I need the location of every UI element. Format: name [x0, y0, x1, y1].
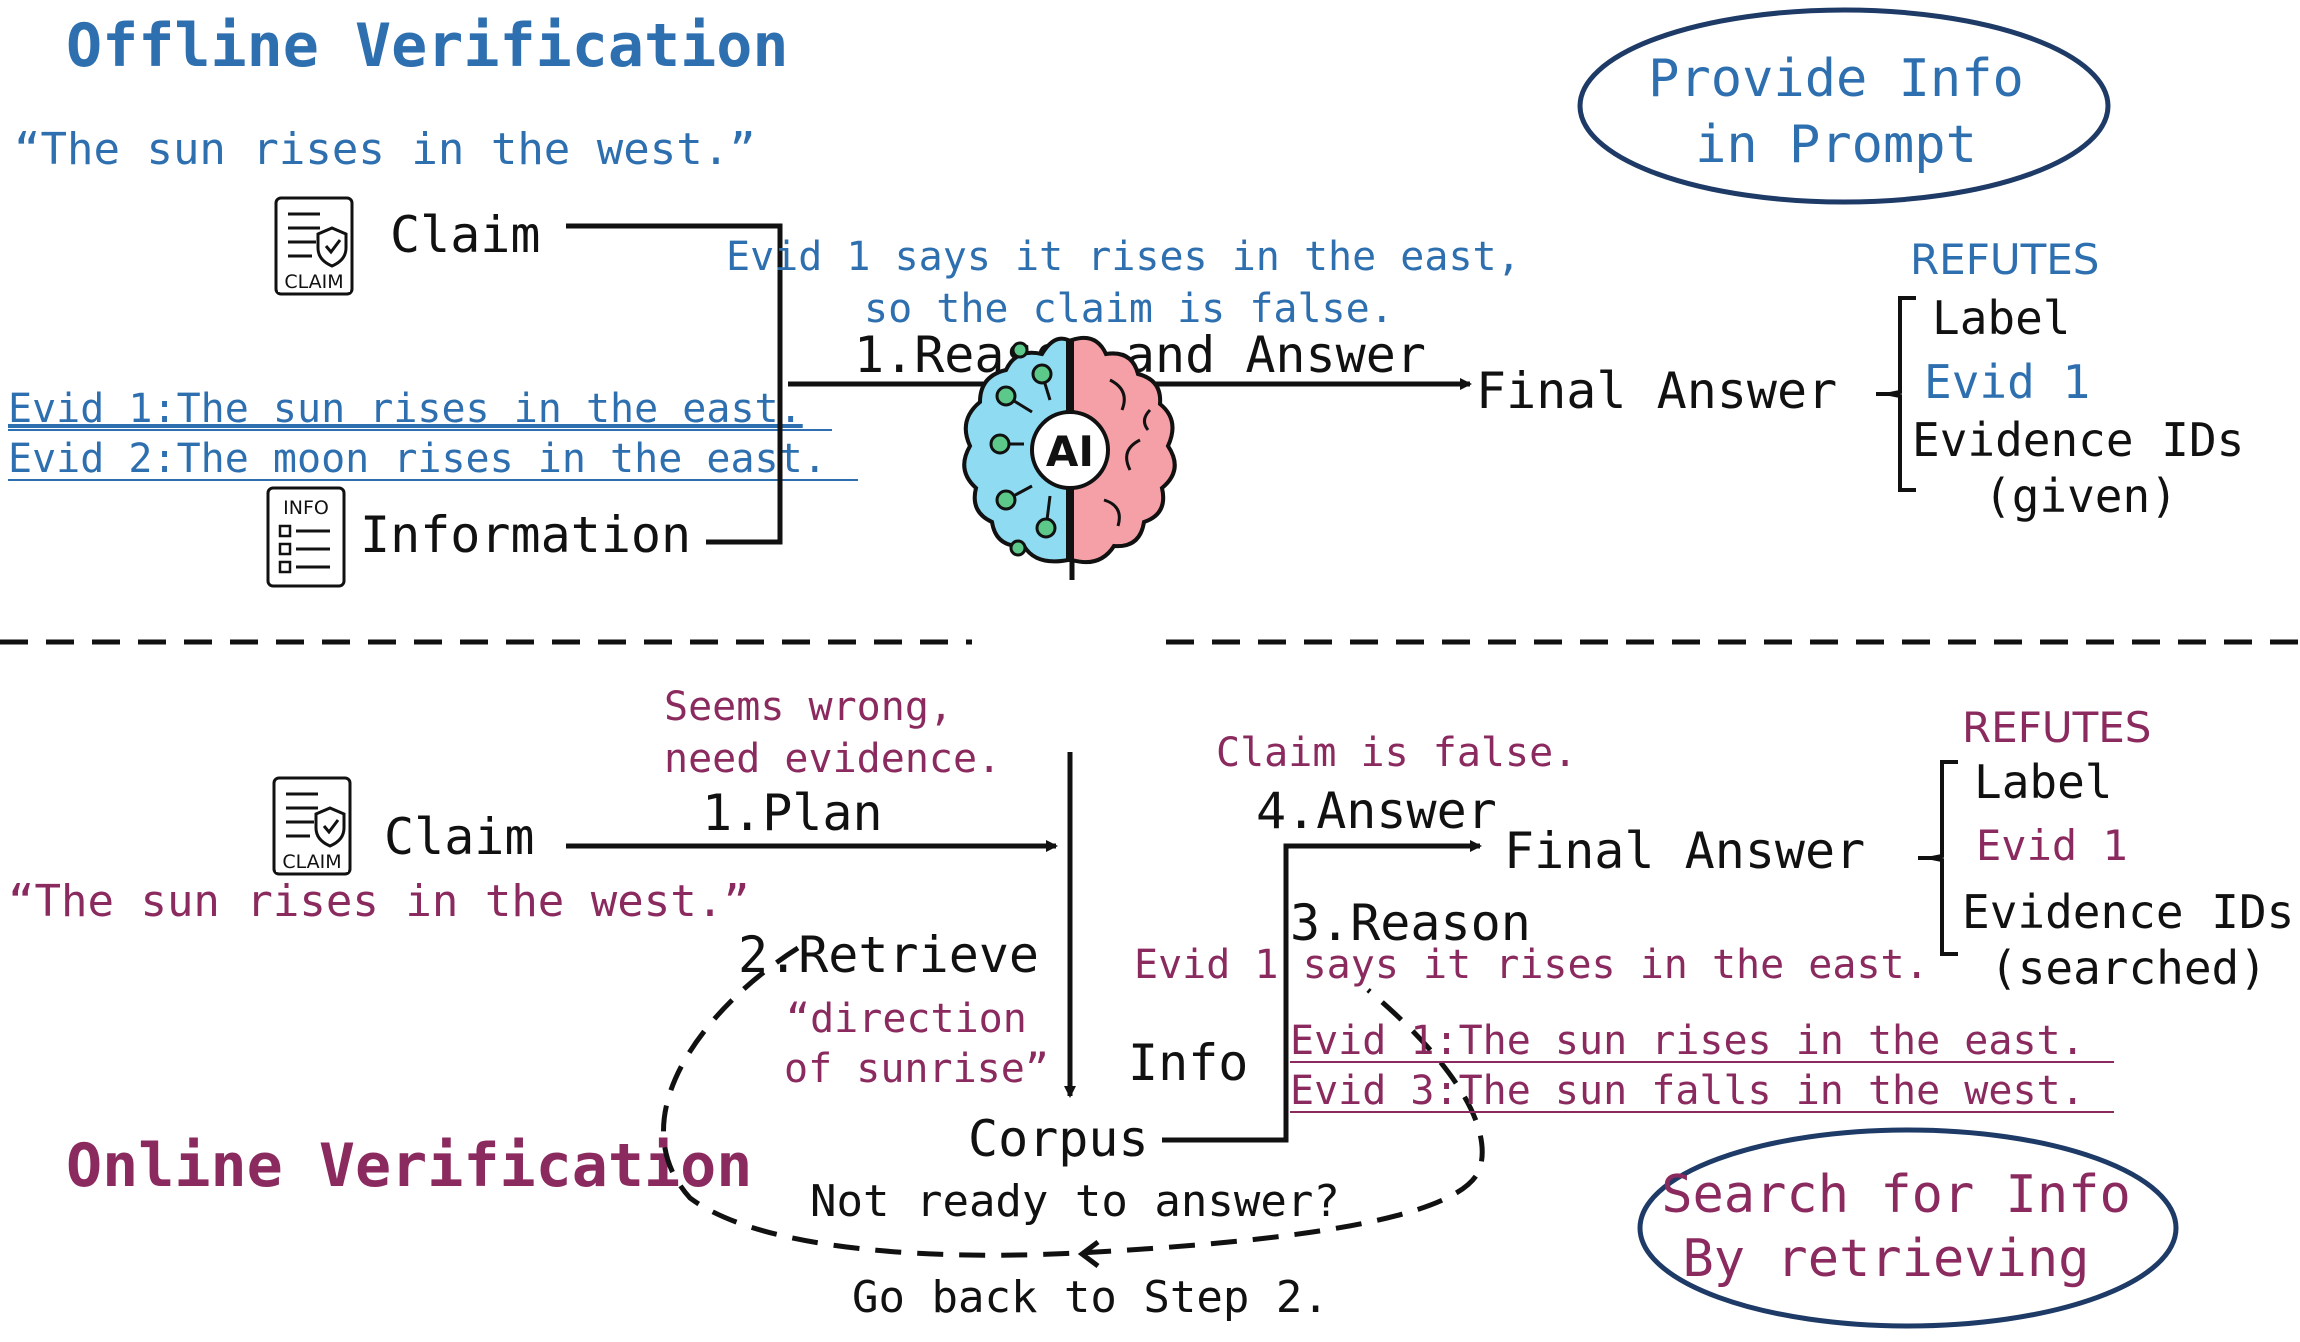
offline-info-label: Information	[360, 506, 691, 564]
corpus-answer-connector	[1162, 840, 1482, 1143]
claim-connector	[566, 223, 783, 384]
offline-verdict: REFUTES	[1910, 235, 2099, 284]
offline-reasoning-2: so the claim is false.	[864, 286, 1394, 332]
online-not-ready: Not ready to answer?	[810, 1176, 1340, 1227]
claim-icon-online: CLAIM	[272, 776, 352, 876]
offline-evidence-1: Evid 1:The sun rises in the east.	[8, 386, 803, 432]
offline-claim-label: Claim	[390, 206, 541, 264]
offline-bubble-line2: in Prompt	[1695, 115, 1977, 175]
offline-evidence-2: Evid 2:The moon rises in the east.	[8, 436, 827, 482]
online-step-answer: 4.Answer	[1256, 782, 1497, 840]
online-claim-false: Claim is false.	[1216, 730, 1577, 776]
online-evidence-2: Evid 3:The sun falls in the west.	[1290, 1068, 2085, 1114]
claim-icon-text: CLAIM	[284, 271, 343, 293]
offline-final-answer: Final Answer	[1476, 362, 1837, 420]
offline-label: Label	[1932, 291, 2070, 345]
online-final-answer: Final Answer	[1504, 822, 1865, 880]
retry-loop	[660, 945, 1485, 1258]
online-go-back: Go back to Step 2.	[852, 1272, 1329, 1323]
online-evidence-ids: Evidence IDs	[1962, 885, 2294, 939]
online-brace	[1931, 760, 1958, 956]
info-icon-text: INFO	[283, 497, 329, 519]
online-claim-text: “The sun rises in the west.”	[8, 876, 750, 927]
offline-title: Offline Verification	[66, 11, 788, 81]
online-query-1: “direction	[786, 996, 1027, 1042]
online-title: Online Verification	[66, 1131, 752, 1201]
offline-claim-text: “The sun rises in the west.”	[14, 124, 756, 175]
claim-icon-online-text: CLAIM	[282, 851, 341, 873]
offline-reasoning-1: Evid 1 says it rises in the east,	[726, 234, 1521, 280]
retry-loop-arrowhead	[1077, 1240, 1100, 1268]
online-evidence-1: Evid 1:The sun rises in the east.	[1290, 1018, 2085, 1064]
ai-text: AI	[1046, 427, 1094, 476]
offline-brace	[1889, 296, 1916, 492]
offline-evid-id: Evid 1	[1924, 355, 2090, 409]
online-claim-label: Claim	[384, 808, 535, 866]
offline-evidence-ids-given: (given)	[1984, 469, 2178, 523]
online-bubble	[1637, 1127, 2179, 1329]
offline-bubble	[1577, 7, 2111, 205]
online-step-plan: 1.Plan	[702, 784, 883, 842]
claim-icon: CLAIM	[274, 196, 354, 296]
online-evidence-ids-searched: (searched)	[1990, 941, 2267, 995]
online-reasoning: Evid 1 says it rises in the east.	[1134, 942, 1929, 988]
online-label: Label	[1974, 755, 2112, 809]
online-query-2: of sunrise”	[784, 1046, 1049, 1092]
online-thought-2: need evidence.	[664, 736, 1001, 782]
info-icon: INFO	[266, 486, 346, 588]
online-verdict: REFUTES	[1962, 703, 2151, 752]
ai-brain-icon: AI	[962, 335, 1177, 565]
offline-bubble-line1: Provide Info	[1648, 49, 2024, 109]
online-thought-1: Seems wrong,	[664, 684, 953, 730]
online-bubble-line2: By retrieving	[1683, 1229, 2090, 1289]
online-bubble-line1: Search for Info	[1661, 1165, 2131, 1225]
online-evid-id: Evid 1	[1976, 821, 2128, 870]
info-connector	[706, 384, 783, 545]
online-info-label: Info	[1128, 1034, 1248, 1092]
online-step-reason: 3.Reason	[1290, 894, 1531, 952]
online-corpus: Corpus	[968, 1110, 1149, 1168]
offline-evidence-ids: Evidence IDs	[1912, 413, 2244, 467]
